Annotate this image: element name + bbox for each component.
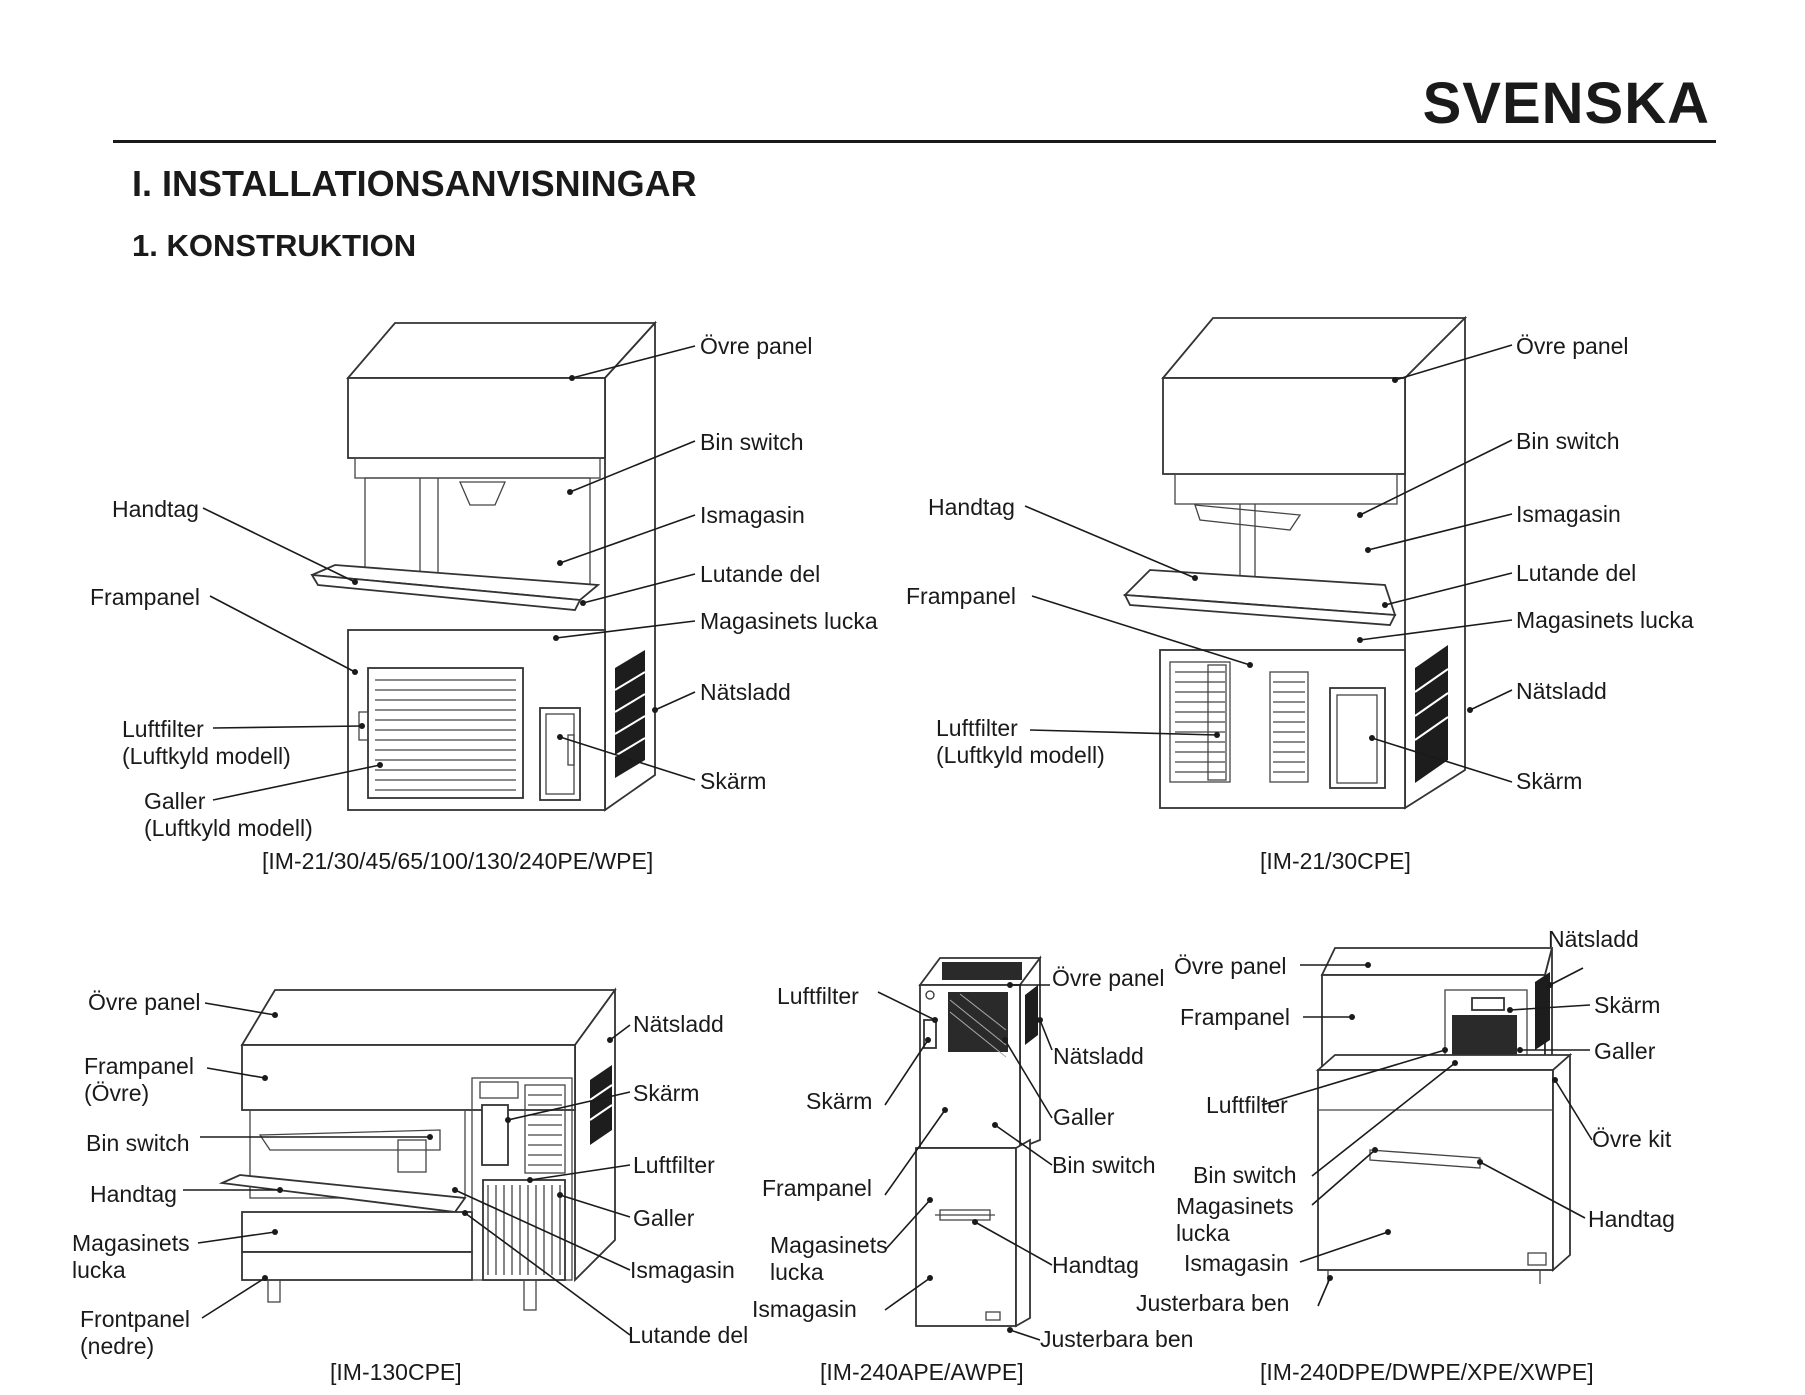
label-ovre-panel: Övre panel [88, 989, 201, 1015]
label-lucka: lucka [1176, 1220, 1230, 1246]
label-magasinets-lucka: Magasinets lucka [1516, 607, 1694, 633]
label-ismagasin: Ismagasin [1516, 501, 1621, 527]
label-ismagasin: Ismagasin [700, 502, 805, 528]
label-ovre-panel: Övre panel [700, 333, 813, 359]
label-bin-switch: Bin switch [1052, 1152, 1156, 1178]
label-handtag: Handtag [90, 1181, 177, 1207]
figure-caption: [IM-240APE/AWPE] [820, 1359, 1024, 1385]
label-galler: Galler [1053, 1104, 1115, 1130]
label-justerbara-ben: Justerbara ben [1040, 1326, 1194, 1352]
label-bin-switch: Bin switch [1516, 428, 1620, 454]
figure-1-leaders [202, 345, 696, 801]
label-natsladd: Nätsladd [1548, 926, 1639, 952]
section-title: I. INSTALLATIONSANVISNINGAR [132, 163, 697, 204]
label-handtag: Handtag [928, 494, 1015, 520]
language-heading: SVENSKA [1422, 71, 1710, 136]
label-lutande-del: Lutande del [628, 1322, 749, 1348]
figure-caption: [IM-21/30CPE] [1260, 848, 1411, 874]
label-skarm: Skärm [633, 1080, 700, 1106]
label-bin-switch: Bin switch [700, 429, 804, 455]
label-luftfilter: Luftfilter [633, 1152, 715, 1178]
label-ismagasin: Ismagasin [630, 1257, 735, 1283]
label-galler: Galler [144, 788, 206, 814]
label-ovre: (Övre) [84, 1080, 150, 1106]
figure-2-drawing [1122, 315, 1468, 810]
subsection-title: 1. KONSTRUKTION [132, 228, 417, 263]
label-ismagasin: Ismagasin [752, 1296, 857, 1322]
label-handtag: Handtag [1052, 1252, 1139, 1278]
label-natsladd: Nätsladd [1516, 678, 1607, 704]
label-lutande-del: Lutande del [700, 561, 821, 587]
label-frampanel: Frampanel [762, 1175, 872, 1201]
label-skarm: Skärm [1594, 992, 1661, 1018]
label-nedre: (nedre) [80, 1333, 155, 1359]
label-luftfilter: Luftfilter [936, 715, 1018, 741]
label-frampanel: Frampanel [1180, 1004, 1290, 1030]
label-lucka: lucka [770, 1259, 824, 1285]
figure-caption: [IM-240DPE/DWPE/XPE/XWPE] [1260, 1359, 1594, 1385]
label-ovre-kit: Övre kit [1592, 1126, 1672, 1152]
figure-3-drawing [218, 987, 617, 1311]
label-frampanel: Frampanel [84, 1053, 194, 1079]
label-natsladd: Nätsladd [700, 679, 791, 705]
figure-5-leaders [1261, 962, 1593, 1307]
label-bin-switch: Bin switch [1193, 1162, 1297, 1188]
figure-4-drawing [915, 955, 1042, 1328]
label-bin-switch: Bin switch [86, 1130, 190, 1156]
label-frontpanel: Frontpanel [80, 1306, 190, 1332]
label-magasinets-lucka: Magasinets lucka [700, 608, 878, 634]
label-ovre-panel: Övre panel [1516, 333, 1629, 359]
label-justerbara-ben: Justerbara ben [1136, 1290, 1290, 1316]
figure-3-leaders [183, 1002, 631, 1336]
label-galler: Galler [633, 1205, 695, 1231]
figure-2-leaders [1024, 344, 1513, 783]
figure-caption: [IM-21/30/45/65/100/130/240PE/WPE] [262, 848, 654, 874]
label-magasinets: Magasinets [770, 1232, 888, 1258]
label-frampanel: Frampanel [90, 584, 200, 610]
label-skarm: Skärm [806, 1088, 873, 1114]
label-luftfilter: Luftfilter [122, 716, 204, 742]
label-magasinets: Magasinets [72, 1230, 190, 1256]
label-luftkyld-modell: (Luftkyld modell) [122, 743, 291, 769]
label-frampanel: Frampanel [906, 583, 1016, 609]
label-luftkyld-modell: (Luftkyld modell) [936, 742, 1105, 768]
label-ovre-panel: Övre panel [1174, 953, 1287, 979]
label-handtag: Handtag [1588, 1206, 1675, 1232]
label-luftfilter: Luftfilter [777, 983, 859, 1009]
label-natsladd: Nätsladd [1053, 1043, 1144, 1069]
label-ovre-panel: Övre panel [1052, 965, 1165, 991]
label-luftfilter: Luftfilter [1206, 1092, 1288, 1118]
label-skarm: Skärm [700, 768, 767, 794]
figure-5-drawing [1315, 947, 1573, 1284]
figure-4-leaders [877, 982, 1053, 1341]
label-ismagasin: Ismagasin [1184, 1250, 1289, 1276]
label-lucka: lucka [72, 1257, 126, 1283]
label-magasinets: Magasinets [1176, 1193, 1294, 1219]
header-divider [113, 140, 1716, 143]
label-handtag: Handtag [112, 496, 199, 522]
figure-1-drawing [310, 320, 658, 812]
label-lutande-del: Lutande del [1516, 560, 1637, 586]
label-galler: Galler [1594, 1038, 1656, 1064]
label-skarm: Skärm [1516, 768, 1583, 794]
label-luftkyld-modell-2: (Luftkyld modell) [144, 815, 313, 841]
figure-caption: [IM-130CPE] [330, 1359, 462, 1385]
label-natsladd: Nätsladd [633, 1011, 724, 1037]
